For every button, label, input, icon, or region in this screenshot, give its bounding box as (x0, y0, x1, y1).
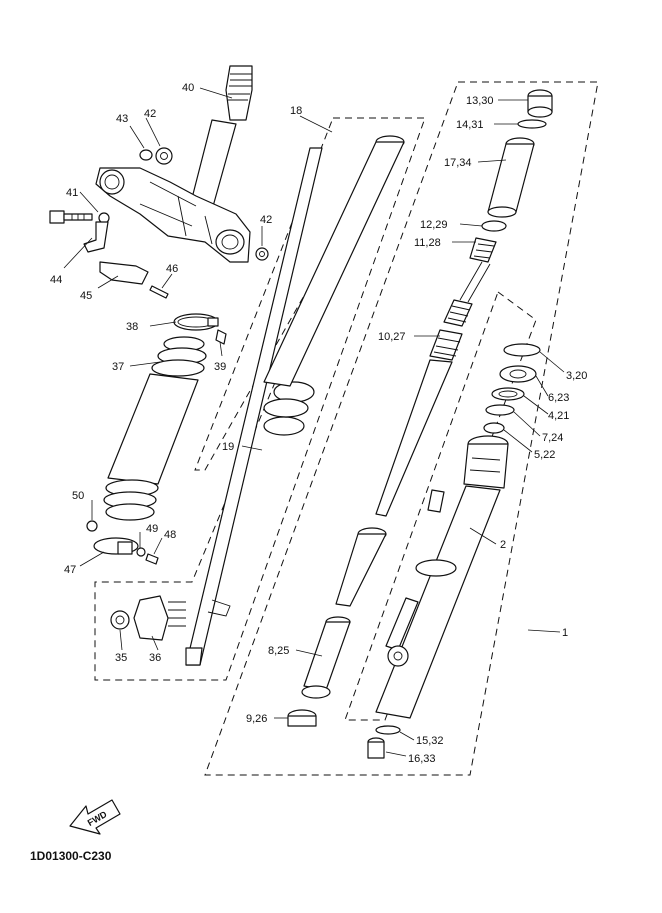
screw-46 (149, 285, 169, 299)
inner-tube-19 (185, 147, 323, 666)
washer-7-24 (485, 404, 515, 416)
callout-35: 35 (115, 652, 127, 664)
spring-11-28 (469, 237, 497, 263)
screw-48 (145, 553, 159, 565)
spring-lower (443, 299, 473, 327)
callout-37: 37 (112, 361, 124, 373)
callout-49: 49 (146, 523, 158, 535)
callout-40: 40 (182, 82, 194, 94)
tube-section-upper (335, 527, 387, 607)
washer-43 (139, 149, 153, 161)
callout-18: 18 (290, 105, 302, 117)
fwd-arrow-icon: FWD (69, 799, 121, 835)
callout-48: 48 (164, 529, 176, 541)
assembly-1-outline (204, 81, 599, 776)
callout-2: 2 (500, 539, 506, 551)
callout-38: 38 (126, 321, 138, 333)
nut-42-lower (255, 247, 269, 261)
callout-47: 47 (64, 564, 76, 576)
spring-rod (459, 261, 491, 303)
seal-9-26 (287, 709, 317, 727)
callout-17-34: 17,34 (444, 157, 472, 169)
callout-1: 1 (562, 627, 568, 639)
bolt-41 (49, 210, 93, 224)
spacer-17-34 (487, 137, 535, 218)
bushing-5-22 (483, 422, 505, 434)
callout-12-29: 12,29 (420, 219, 448, 231)
callout-39: 39 (214, 361, 226, 373)
callout-44: 44 (50, 274, 62, 286)
cap-bolt-13-30 (527, 89, 553, 118)
callout-42-lower: 42 (260, 214, 272, 226)
callout-45: 45 (80, 290, 92, 302)
clamp-47 (93, 537, 139, 555)
nut-50 (86, 520, 98, 532)
clamp-45 (99, 261, 149, 285)
callout-6-23: 6,23 (548, 392, 569, 404)
callout-14-31: 14,31 (456, 119, 484, 131)
callout-41: 41 (66, 187, 78, 199)
diagram-code: 1D01300-C230 (30, 849, 112, 863)
seal-6-23 (499, 365, 537, 383)
under-bracket (95, 167, 251, 263)
callout-7-24: 7,24 (542, 432, 563, 444)
assembly-18-outline (94, 117, 426, 681)
callout-42-upper: 42 (144, 108, 156, 120)
outer-tube (263, 135, 405, 418)
callout-15-32: 15,32 (416, 735, 444, 747)
callout-4-21: 4,21 (548, 410, 569, 422)
callout-9-26: 9,26 (246, 713, 267, 725)
tube-section-8-25 (301, 616, 351, 699)
bolt-16-33 (367, 737, 385, 759)
o-ring-14-31 (517, 119, 547, 129)
callout-16-33: 16,33 (408, 753, 436, 765)
assembly-2-outline (344, 291, 537, 721)
fork-boot-37 (103, 336, 207, 521)
callout-46: 46 (166, 263, 178, 275)
steering-stem (185, 65, 253, 217)
seal-4-21 (491, 387, 525, 401)
washer-15-32 (375, 725, 401, 735)
ring-3-20 (503, 343, 541, 357)
bracket-44 (83, 221, 109, 253)
callout-3-20: 3,20 (566, 370, 587, 382)
callout-36: 36 (149, 652, 161, 664)
callout-10-27: 10,27 (378, 331, 406, 343)
callout-13-30: 13,30 (466, 95, 494, 107)
nut-35 (110, 610, 130, 630)
damper-rod-10-27 (375, 329, 463, 517)
callout-43: 43 (116, 113, 128, 125)
callout-50: 50 (72, 490, 84, 502)
callout-11-28: 11,28 (414, 237, 441, 249)
leader-lines (63, 87, 565, 757)
screw-39 (215, 329, 227, 345)
axle-holder-36 (133, 595, 186, 641)
callout-19: 19 (222, 441, 234, 453)
nut-42-upper (155, 147, 173, 165)
washer-49 (136, 547, 146, 557)
washer-12-29 (481, 220, 507, 232)
band-38 (173, 313, 219, 331)
outer-tube-2 (375, 435, 509, 719)
callout-5-22: 5,22 (534, 449, 555, 461)
callout-8-25: 8,25 (268, 645, 289, 657)
